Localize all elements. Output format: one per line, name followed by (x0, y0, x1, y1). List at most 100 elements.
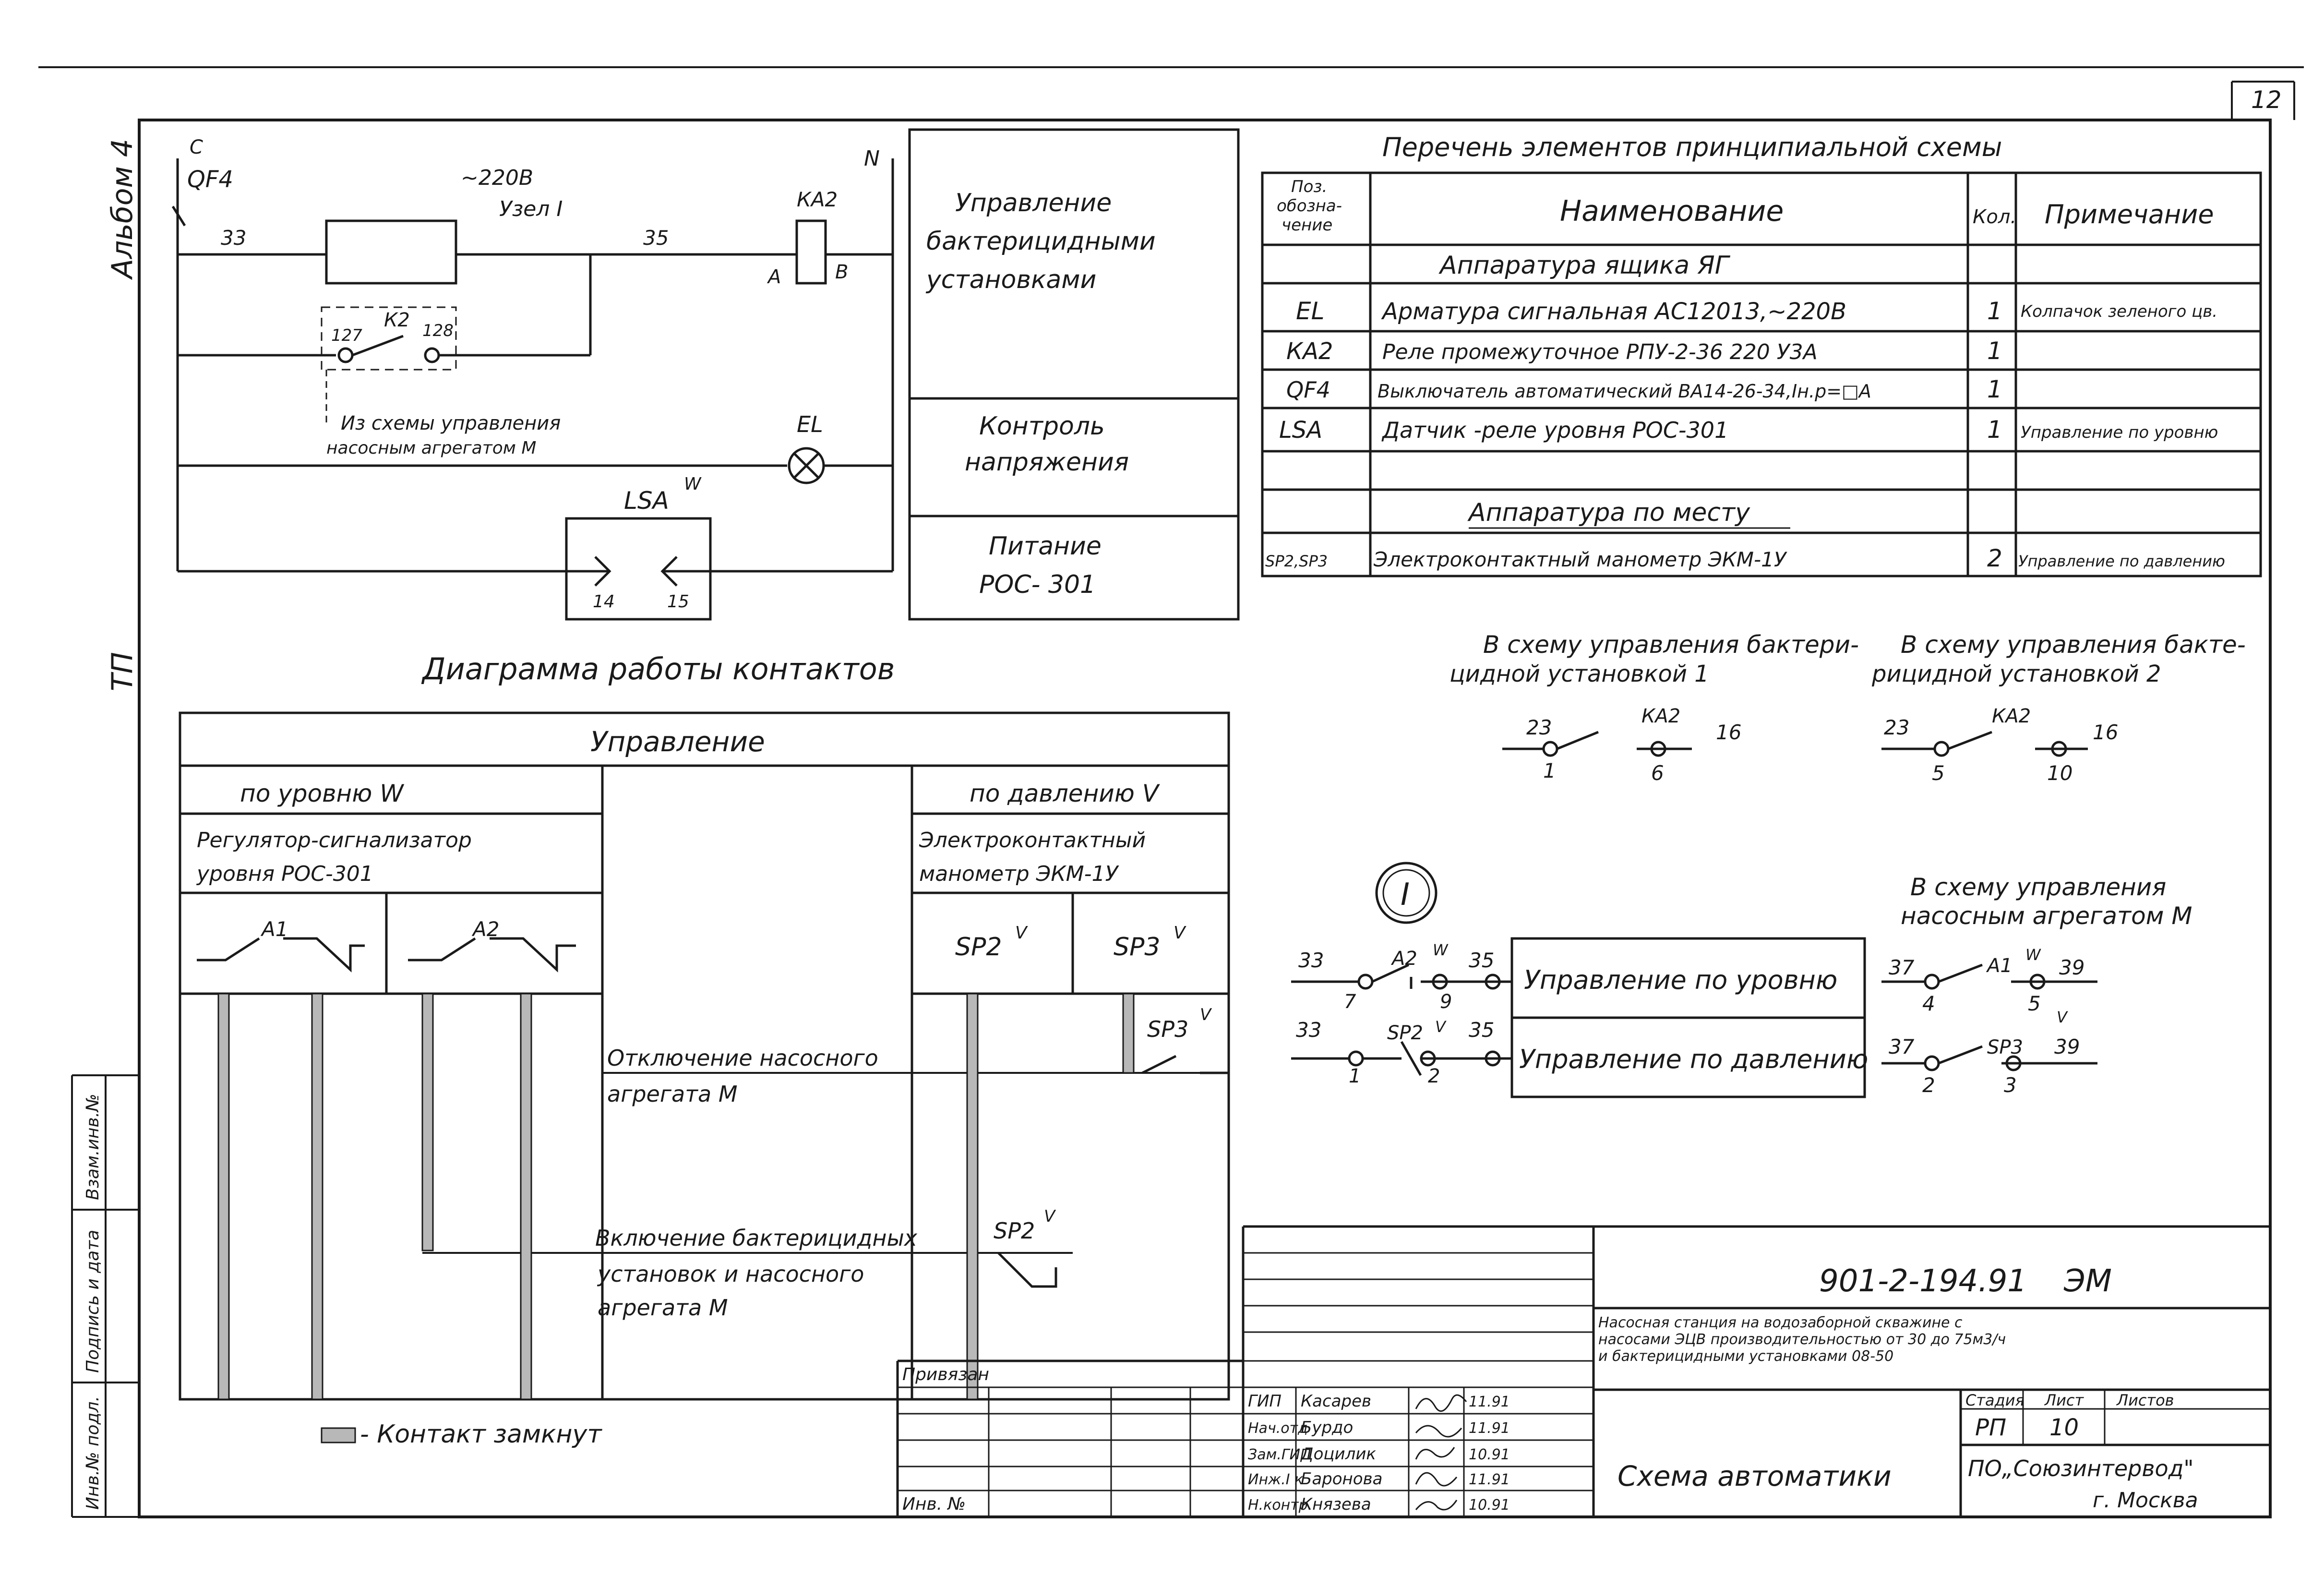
node-sp2-v: V (1435, 1018, 1447, 1036)
node-a2-35: 35 (1469, 949, 1494, 972)
sheet-header: Лист (2044, 1391, 2084, 1409)
doc-mark: ЭМ (2063, 1263, 2112, 1299)
out-p2-v: V (2057, 1008, 2068, 1026)
row-lsa-qty: 1 (1987, 416, 2002, 444)
header-note: Примечание (2045, 199, 2214, 229)
side-label-tp: ТП (106, 652, 139, 691)
diagram-sp2-sup: V (1015, 923, 1028, 943)
label-wire-33: 33 (221, 226, 246, 250)
node-ctrl-level: Управление по уровню (1524, 965, 1837, 995)
label-wire-35: 35 (643, 226, 669, 250)
lsa-box (565, 517, 712, 621)
row-lsa-note: Управление по уровню (2021, 423, 2218, 442)
row-sp-pos: SP2,SP3 (1265, 552, 1328, 570)
node-sp2-2: 2 (1428, 1065, 1440, 1087)
node-a2-w: W (1433, 941, 1449, 959)
diagram-by-level: по уровню W (240, 780, 404, 807)
note-line-2: насосным агрегатом М (326, 438, 536, 458)
row-qf4-name: Выключатель автоматический ВА14-26-34,Iн… (1378, 381, 1871, 402)
signer-date: 11.91 (1469, 1471, 1510, 1488)
label-voltage: ~220В (461, 166, 533, 190)
diagram-sp3-contact-sup: V (1200, 1005, 1212, 1024)
node-sp2-1: 1 (1349, 1065, 1361, 1087)
row-ka2-pos: КА2 (1286, 338, 1333, 365)
row-sp-note: Управление по давлению (2018, 552, 2225, 570)
row-ka2-qty: 1 (1987, 337, 2002, 365)
header-pos-line3: чение (1282, 216, 1332, 235)
panel-sec1-line1: Управление (955, 189, 1112, 217)
org-line1: ПО„Союзинтервод" (1968, 1455, 2194, 1481)
element-list-table: Перечень элементов принципиальной схемы … (1261, 132, 2262, 577)
row-el-note: Колпачок зеленого цв. (2021, 302, 2217, 321)
out-b1-ka2: КА2 (1641, 705, 1680, 727)
doc-desc-line2: насосами ЭЦВ производительностью от 30 д… (1598, 1331, 2006, 1348)
diagram-sp3: SP3 (1114, 933, 1160, 962)
group-heading-yg: Аппаратура ящика ЯГ (1438, 251, 1731, 280)
header-name: Наименование (1560, 194, 1784, 228)
label-qf4: QF4 (187, 166, 233, 193)
diagram-sp3-sup: V (1174, 923, 1186, 943)
out-p2-2: 2 (1922, 1073, 1935, 1097)
org-line2: г. Москва (2093, 1488, 2198, 1513)
row-sp-name: Электроконтактный манометр ЭКМ-1У (1373, 548, 1787, 571)
diagram-on-line3: агрегата М (598, 1295, 728, 1321)
sheet-value: 10 (2049, 1414, 2079, 1441)
out-bact2-line1: В схему управления бакте- (1901, 631, 2246, 659)
out-p1-4: 4 (1922, 992, 1935, 1015)
signer-date: 10.91 (1469, 1497, 1510, 1514)
contact-diagram: Диаграмма работы контактов (179, 651, 1230, 1401)
signer-name: Доцилик (1300, 1444, 1376, 1464)
row-lsa-pos: LSA (1279, 417, 1322, 444)
signer-name: Бурдо (1301, 1418, 1353, 1437)
doc-code: 901-2-194.91 (1819, 1263, 2027, 1299)
privyazan-label: Привязан (902, 1365, 989, 1384)
header-pos-line2: обозна- (1277, 196, 1342, 216)
side-label-inv: Инв.№ подл. (83, 1396, 103, 1510)
label-127: 127 (331, 326, 362, 345)
out-b2-5: 5 (1932, 761, 1945, 785)
out-b2-16: 16 (2093, 721, 2118, 744)
label-t15: 15 (667, 592, 689, 612)
signer-name: Князева (1301, 1495, 1371, 1514)
stage-value: РП (1975, 1414, 2006, 1441)
out-p2-39: 39 (2054, 1035, 2080, 1058)
signer-role: Н.контр. (1248, 1497, 1312, 1514)
title-block: 901-2-194.91 ЭМ Насосная станция на водо… (896, 1225, 2270, 1517)
signatures (1415, 1394, 1467, 1511)
relay-coil-ka2 (795, 219, 827, 285)
out-b2-23: 23 (1884, 716, 1909, 739)
diagram-regulator-line1: Регулятор-сигнализатор (197, 828, 472, 853)
label-ka2-b: В (835, 261, 848, 283)
out-p2-37: 37 (1889, 1035, 1915, 1058)
out-b1-16: 16 (1716, 721, 1741, 744)
out-p1-39: 39 (2059, 956, 2084, 979)
node-marker: I (1401, 877, 1410, 913)
circuit-function-panel: Управление бактерицидными установками Ко… (908, 128, 1240, 621)
signer-date: 11.91 (1469, 1420, 1510, 1437)
row-el-qty: 1 (1987, 297, 2002, 325)
label-uzel: Узел I (499, 197, 563, 221)
side-label-album: Альбом 4 (106, 139, 139, 280)
label-neutral: N (864, 146, 880, 171)
out-b1-6: 6 (1651, 761, 1664, 785)
out-pump-line2: насосным агрегатом М (1901, 902, 2192, 930)
diagram-regulator-line2: уровня РОС-301 (196, 862, 373, 886)
diagram-by-pressure: по давлению V (970, 780, 1161, 807)
label-lsa: LSA (624, 487, 669, 515)
circuit-schematic: С QF4 ~220В Узел I N 33 35 КА2 А В К2 12… (171, 136, 894, 621)
label-ka2-a: А (767, 266, 781, 288)
out-bact2-line2: рицидной установкой 2 (1871, 661, 2161, 687)
out-b1-23: 23 (1526, 716, 1552, 739)
diagram-a2: А2 (471, 917, 499, 941)
doc-desc-line3: и бактерицидными установками 08-50 (1598, 1348, 1893, 1365)
element-list-title: Перечень элементов принципиальной схемы (1382, 132, 2002, 162)
out-p1-a1: А1 (1986, 955, 2013, 977)
signer-date: 11.91 (1469, 1394, 1510, 1410)
node-sp2-33: 33 (1296, 1018, 1321, 1042)
node-a2-label: А2 (1390, 948, 1417, 970)
panel-sec1-line2: бактерицидными (926, 227, 1156, 256)
diagram-off-line1: Отключение насосного (607, 1045, 878, 1071)
diagram-manometer-line2: манометр ЭКМ-1У (919, 862, 1119, 886)
diagram-on-line1: Включение бактерицидных (595, 1225, 918, 1251)
closed-contact-bars (217, 993, 1135, 1400)
